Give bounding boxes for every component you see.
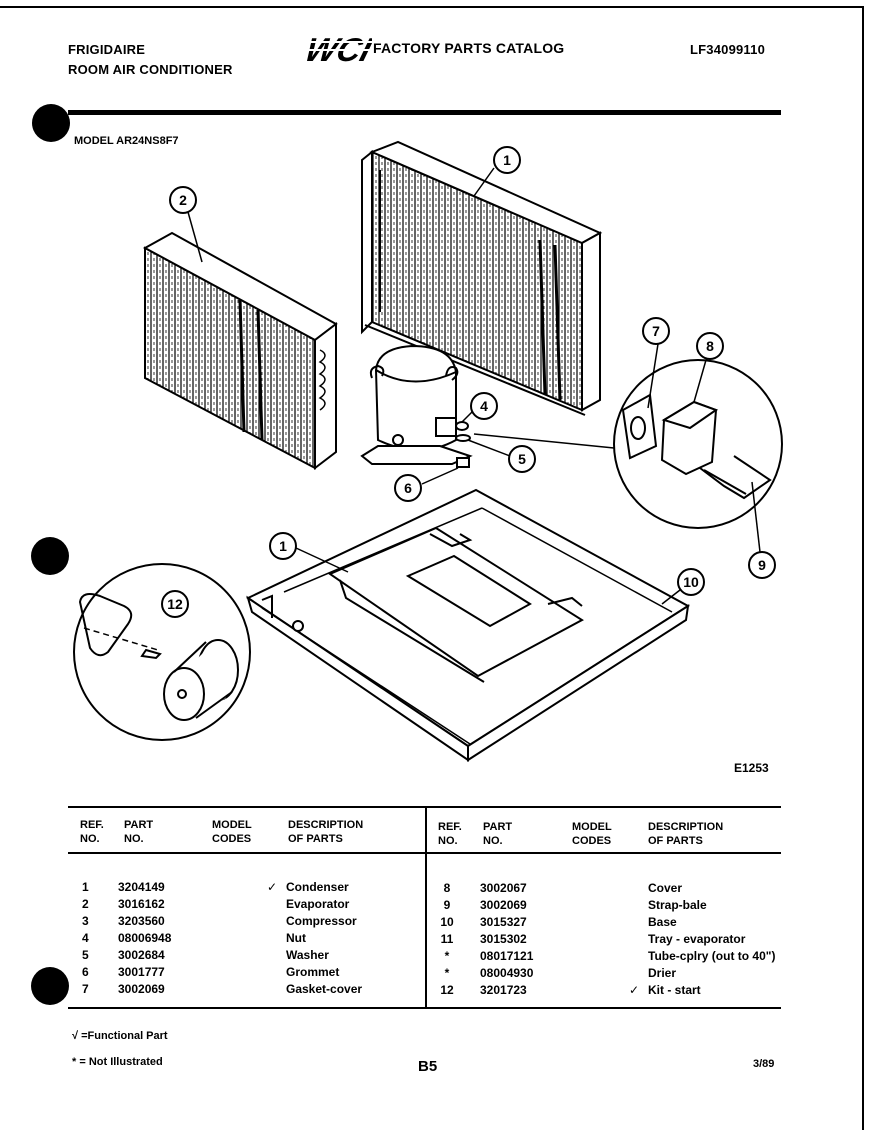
callout-bubbles (161, 146, 776, 618)
row-ref: * (444, 966, 450, 980)
row-part: 3015302 (480, 932, 527, 946)
row-desc: Gasket-cover (286, 982, 363, 996)
row-part: 08017121 (480, 949, 534, 963)
row-desc: Tube-cplry (out to 40") (648, 949, 776, 963)
not-illustrated-note: * = Not Illustrated (72, 1056, 163, 1068)
callout-7: 7 (652, 323, 660, 339)
leader-lines (187, 167, 761, 605)
row-ref: 11 (440, 932, 454, 946)
row-ref: 2 (82, 897, 89, 911)
page-border-top (0, 6, 864, 8)
row-desc: Grommet (286, 965, 340, 979)
row-desc: Nut (286, 931, 306, 945)
row-part: 3015327 (480, 915, 527, 929)
compressor-icon (360, 344, 473, 465)
row-part: 3203560 (118, 914, 165, 928)
catalog-number: LF34099110 (690, 42, 766, 57)
binder-hole-bottom (31, 967, 69, 1005)
callout-1-bottom: 1 (279, 538, 287, 554)
callout-5: 5 (518, 451, 526, 467)
header-desc-left: DESCRIPTION OF PARTS (288, 819, 364, 845)
exploded-parts-diagram: 1 2 4 5 6 7 8 9 1 10 12 (73, 140, 783, 762)
row-ref: 5 (82, 948, 89, 962)
table-divider (425, 806, 427, 1009)
row-desc: Base (648, 915, 677, 929)
callout-4: 4 (480, 398, 488, 414)
wci-logo: WCI (302, 33, 372, 66)
model-number: MODEL AR24NS8F7 (74, 135, 179, 147)
row-part: 3002067 (480, 881, 527, 895)
row-part: 3001777 (118, 965, 165, 979)
callout-9: 9 (758, 557, 766, 573)
evaporator-tray-icon (327, 526, 584, 683)
page-number: B5 (418, 1058, 438, 1075)
header-model-right: MODEL CODES (572, 821, 612, 847)
binder-hole-middle (31, 537, 69, 575)
row-desc: Condenser (286, 880, 349, 894)
row-part: 08004930 (480, 966, 534, 980)
binder-hole-top (32, 104, 70, 142)
row-ref: 9 (443, 898, 451, 912)
row-ref: 1 (82, 880, 89, 894)
brand-name: FRIGIDAIRE (68, 42, 146, 57)
row-desc: Evaporator (286, 897, 350, 911)
row-desc: Washer (286, 948, 329, 962)
evaporator-coil-icon (142, 231, 338, 471)
row-desc: Drier (648, 966, 677, 980)
parts-table: REF. NO. PART NO. MODEL CODES DESCRIPTIO… (68, 806, 781, 1009)
row-desc: Cover (648, 881, 683, 895)
row-part: 08006948 (118, 931, 172, 945)
row-part: 3002684 (118, 948, 165, 962)
functional-check-icon: ✓ (629, 983, 640, 997)
terminal-cover-detail (473, 359, 783, 529)
row-ref: * (444, 949, 450, 963)
row-ref: 6 (82, 965, 89, 979)
functional-part-note: √ =Functional Part (72, 1030, 168, 1042)
callout-12: 12 (167, 596, 183, 612)
table-rule-header (68, 852, 781, 854)
header-desc-right: DESCRIPTION OF PARTS (648, 821, 724, 847)
row-part: 3201723 (480, 983, 527, 997)
row-desc: Compressor (286, 914, 357, 928)
header-model-left: MODEL CODES (212, 819, 252, 845)
row-part: 3002069 (480, 898, 527, 912)
page-border-right (862, 6, 864, 1130)
row-ref: 12 (440, 983, 454, 997)
row-ref: 7 (82, 982, 89, 996)
row-desc: Tray - evaporator (648, 932, 746, 946)
start-kit-detail (73, 563, 251, 741)
header-rule (68, 110, 781, 115)
condenser-coil-icon (361, 140, 603, 416)
product-name: ROOM AIR CONDITIONER (68, 62, 233, 77)
header-part-right: PART NO. (483, 821, 513, 847)
callout-2: 2 (179, 192, 187, 208)
table-rule-top (68, 806, 781, 808)
row-part: 3204149 (118, 880, 165, 894)
row-ref: 3 (82, 914, 89, 928)
header-ref-right: REF. NO. (438, 821, 462, 847)
publication-date: 3/89 (753, 1058, 775, 1070)
row-desc: Strap-bale (648, 898, 707, 912)
row-part: 3016162 (118, 897, 165, 911)
figure-id: E1253 (734, 761, 769, 775)
callout-8: 8 (706, 338, 714, 354)
callout-10: 10 (683, 574, 699, 590)
header-ref-left: REF. NO. (80, 819, 104, 845)
table-rule-bottom (68, 1007, 781, 1009)
row-part: 3002069 (118, 982, 165, 996)
header-part-left: PART NO. (124, 819, 154, 845)
catalog-title: FACTORY PARTS CATALOG (373, 40, 565, 56)
callout-6: 6 (404, 480, 412, 496)
row-ref: 8 (443, 881, 451, 895)
functional-check-icon: ✓ (267, 880, 278, 894)
row-ref: 10 (440, 915, 454, 929)
callout-1-top: 1 (503, 152, 511, 168)
row-desc: Kit - start (648, 983, 701, 997)
row-ref: 4 (82, 931, 89, 945)
mounting-hardware-icon (455, 421, 471, 468)
